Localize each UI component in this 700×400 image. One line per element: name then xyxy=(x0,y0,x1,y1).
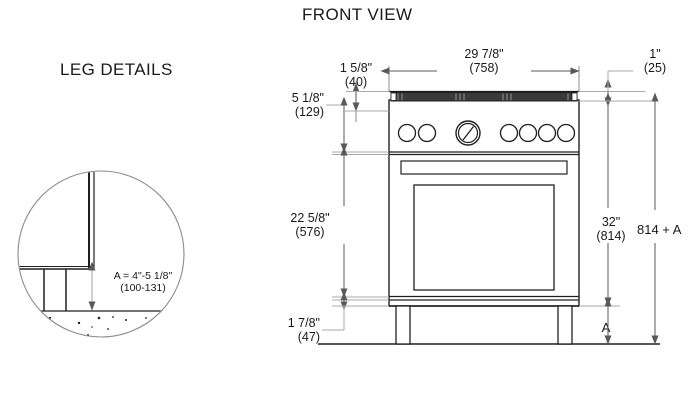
center-dial-pointer xyxy=(462,126,475,141)
leg-right xyxy=(557,305,573,345)
dim-overall-width-geometry xyxy=(380,66,580,92)
dim-counter-height-metric: (814) xyxy=(596,228,626,243)
dim-toe-kick-geometry xyxy=(322,291,389,331)
dim-rear-rail: 1" (25) xyxy=(632,47,678,75)
leg-detail-callout-line1: A = 4"-5 1/8" xyxy=(113,270,173,282)
dim-cooktop-inset-geometry xyxy=(346,82,389,122)
cooktop-grate-gaps xyxy=(397,93,569,101)
knob-1 xyxy=(397,123,417,143)
dim-total-height: 814 + A xyxy=(637,222,682,237)
knob-8 xyxy=(556,123,576,143)
dim-control-panel-height: 5 1/8" (129) xyxy=(250,91,324,119)
dim-toe-kick-height-imperial: 1 7/8" xyxy=(287,316,320,330)
dim-oven-door-height: 22 5/8" (576) xyxy=(275,211,345,239)
dim-oven-door-geometry xyxy=(332,146,389,301)
knob-7 xyxy=(537,123,557,143)
range-legs xyxy=(395,305,573,345)
knob-2 xyxy=(417,123,437,143)
range-body xyxy=(388,90,580,345)
dim-counter-height-geometry xyxy=(579,92,620,307)
oven-door-handle xyxy=(400,160,568,175)
leg-detail-circle xyxy=(17,170,185,338)
dim-counter-height-imperial: 32" xyxy=(601,215,621,229)
dim-oven-door-height-imperial: 22 5/8" xyxy=(290,211,330,225)
leg-detail-interior xyxy=(18,171,184,337)
dim-rear-rail-metric: (25) xyxy=(643,60,667,75)
cooktop-band xyxy=(390,92,578,102)
front-view-title: FRONT VIEW xyxy=(302,5,413,24)
dim-rear-rail-imperial: 1" xyxy=(649,47,661,61)
leg-left xyxy=(395,305,411,345)
dim-oven-door-height-metric: (576) xyxy=(295,224,325,239)
dim-counter-height: 32" (814) xyxy=(584,215,638,243)
oven-door-window xyxy=(413,184,555,291)
knob-5 xyxy=(499,123,519,143)
dim-control-panel-height-metric: (129) xyxy=(294,104,324,119)
dim-toe-kick-height-metric: (47) xyxy=(297,329,320,344)
leg-detail-callout-line2: (100-131) xyxy=(120,282,166,294)
dim-control-panel-height-imperial: 5 1/8" xyxy=(291,91,324,105)
dim-overall-width-imperial: 29 7/8" xyxy=(464,47,504,61)
cooktop-cap-right xyxy=(571,92,578,101)
dim-control-panel-geometry xyxy=(326,96,389,155)
center-dial xyxy=(455,120,481,146)
dim-cooktop-inset: 1 5/8" (40) xyxy=(316,61,396,89)
dim-overall-width-metric: (758) xyxy=(469,60,499,75)
leg-details-title: LEG DETAILS xyxy=(60,60,173,79)
dim-cooktop-inset-imperial: 1 5/8" xyxy=(339,61,373,75)
control-knobs xyxy=(397,123,576,143)
cooktop-cap-left xyxy=(390,92,397,101)
dim-overall-width: 29 7/8" (758) xyxy=(444,47,524,75)
dim-toe-kick-height: 1 7/8" (47) xyxy=(250,316,320,344)
leg-detail-circle-group xyxy=(17,170,185,338)
dim-cooktop-inset-metric: (40) xyxy=(344,74,368,89)
leg-detail-callout: A = 4"-5 1/8" (100-131) xyxy=(88,270,198,294)
dim-total-height-geometry xyxy=(579,92,659,345)
knob-6 xyxy=(518,123,538,143)
